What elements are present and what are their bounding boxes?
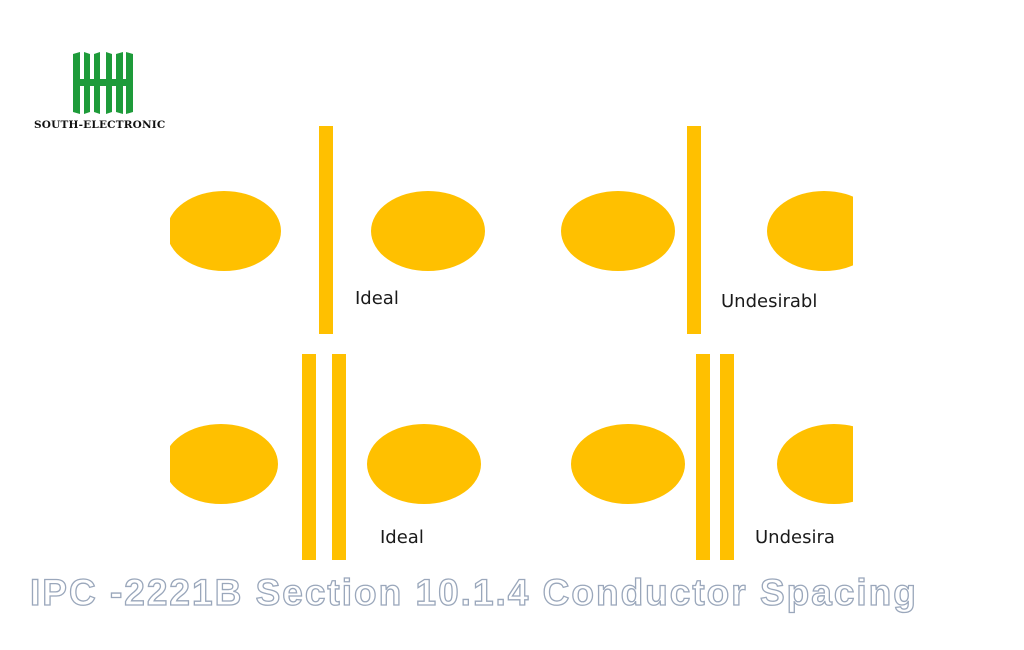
trace <box>302 354 316 560</box>
pad-left <box>170 424 278 504</box>
trace <box>720 354 734 560</box>
pad-left <box>571 424 685 504</box>
pad-left <box>561 191 675 271</box>
pad-right <box>367 424 481 504</box>
panel-label: Ideal <box>355 288 399 309</box>
panel-bottom-right: Undesira <box>571 354 853 560</box>
pad-right <box>371 191 485 271</box>
trace <box>319 126 333 334</box>
conductor-spacing-diagram: Ideal Undesirabl Ideal Undesira <box>170 126 853 560</box>
brand-name: SOUTH-ELECTRONIC <box>34 119 166 131</box>
trace <box>332 354 346 560</box>
panel-bottom-left: Ideal <box>170 354 481 560</box>
pad-right <box>767 191 853 271</box>
panel-top-left: Ideal <box>170 126 485 334</box>
south-electronic-logo-icon <box>73 52 133 114</box>
trace <box>687 126 701 334</box>
panel-top-right: Undesirabl <box>561 126 853 334</box>
panel-label: Undesirabl <box>721 291 817 312</box>
pad-right <box>777 424 853 504</box>
trace <box>696 354 710 560</box>
page-title: IPC -2221B Section 10.1.4 Conductor Spac… <box>29 571 918 613</box>
pad-left <box>170 191 281 271</box>
panel-label: Ideal <box>380 527 424 548</box>
panel-label: Undesira <box>755 527 835 548</box>
brand-logo: SOUTH-ELECTRONIC <box>34 50 180 134</box>
